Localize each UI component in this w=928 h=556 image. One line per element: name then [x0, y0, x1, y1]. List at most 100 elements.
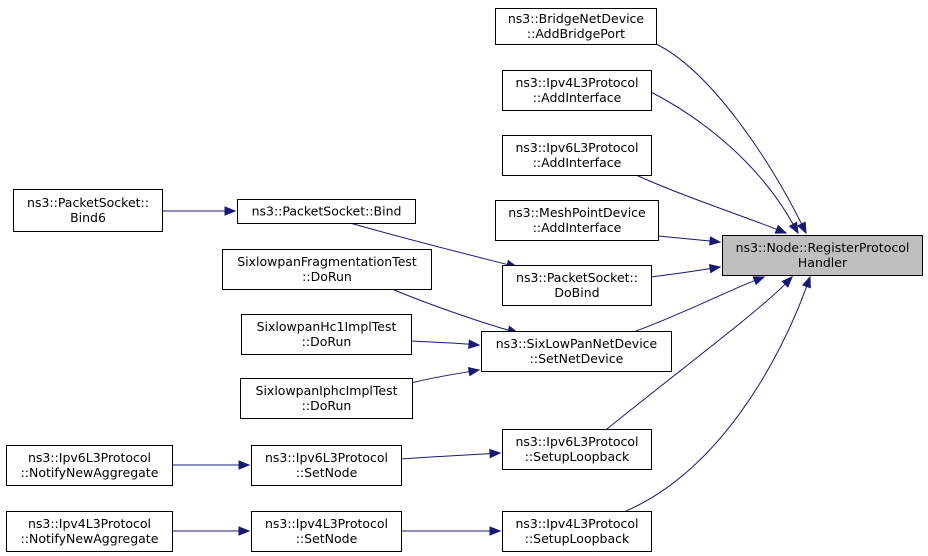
node-label-line: ns3::Ipv6L3Protocol	[28, 450, 151, 465]
edge-arrowhead	[468, 339, 481, 349]
node-ipv6-notify[interactable]: ns3::Ipv6L3Protocol::NotifyNewAggregate	[6, 445, 173, 486]
node-label-line: ::DoRun	[302, 269, 352, 284]
edge-line	[410, 340, 470, 345]
edge-iphc_test-to-sixlowpan_setnd	[410, 367, 481, 384]
node-box	[502, 511, 652, 552]
node-ipv4-setuplb[interactable]: ns3::Ipv4L3Protocol::SetupLoopback	[502, 511, 652, 552]
node-label-line: ns3::PacketSocket::Bind	[252, 204, 402, 219]
edge-line	[391, 288, 509, 331]
node-bridge-add[interactable]: ns3::BridgeNetDevice::AddBridgePort	[495, 8, 657, 45]
edge-arrowhead	[238, 526, 251, 536]
edge-line	[650, 268, 711, 278]
node-label-line: DoBind	[554, 285, 599, 300]
node-hc1-test[interactable]: SixlowpanHc1ImplTest::DoRun	[241, 314, 412, 355]
edge-ipv4_addif-to-register	[650, 91, 799, 235]
node-box	[481, 331, 672, 372]
node-box	[502, 265, 652, 306]
node-box	[495, 200, 659, 241]
node-label-line: ::DoRun	[302, 334, 352, 349]
node-label-line: ::SetupLoopback	[525, 531, 630, 546]
edge-ps_dobind-to-register	[650, 263, 722, 278]
edge-arrowhead	[781, 276, 793, 288]
node-box	[241, 314, 412, 355]
edge-arrowhead	[709, 236, 722, 246]
node-label-line: ::NotifyNewAggregate	[21, 465, 159, 480]
node-ps-bind6[interactable]: ns3::PacketSocket::Bind6	[13, 189, 163, 232]
node-label-line: SixlowpanIphcImplTest	[256, 383, 398, 398]
node-box	[237, 199, 416, 224]
edge-bridge_add-to-register	[655, 43, 807, 235]
node-ipv4-setnode[interactable]: ns3::Ipv4L3Protocol::SetNode	[251, 511, 402, 552]
node-label-line: ns3::Ipv6L3Protocol	[265, 450, 388, 465]
node-ps-dobind[interactable]: ns3::PacketSocket::DoBind	[502, 265, 652, 306]
edge-line	[399, 453, 491, 460]
node-box	[13, 189, 163, 232]
node-label-line: ns3::SixLowPanNetDevice	[496, 336, 658, 351]
edge-arrowhead	[467, 367, 481, 377]
edge-arrowhead	[788, 221, 799, 235]
edge-arrowhead	[238, 460, 251, 470]
node-label-line: ns3::Ipv4L3Protocol	[28, 516, 151, 531]
edge-ipv6_setnode-to-ipv6_setuplb	[399, 448, 502, 460]
node-label-line: ::DoRun	[302, 398, 352, 413]
node-label-line: ns3::Ipv6L3Protocol	[515, 140, 638, 155]
edge-ipv6_notify-to-ipv6_setnode	[172, 460, 251, 470]
node-box	[251, 445, 402, 486]
node-sixlowpan-setnd[interactable]: ns3::SixLowPanNetDevice::SetNetDevice	[481, 331, 672, 372]
node-ipv6-setuplb[interactable]: ns3::Ipv6L3Protocol::SetupLoopback	[502, 429, 652, 470]
edge-sixlowpan_setnd-to-register	[635, 276, 766, 332]
node-label-line: Bind6	[70, 210, 106, 225]
node-label-line: ::AddInterface	[533, 155, 622, 170]
node-box	[502, 429, 652, 470]
edge-arrowhead	[801, 275, 811, 289]
node-ipv4-notify[interactable]: ns3::Ipv4L3Protocol::NotifyNewAggregate	[6, 511, 173, 552]
node-label-line: ns3::PacketSocket::	[516, 270, 638, 285]
node-label-line: ::NotifyNewAggregate	[21, 531, 159, 546]
node-ps-bind[interactable]: ns3::PacketSocket::Bind	[237, 199, 416, 224]
edge-ipv6_addif-to-register	[635, 174, 788, 234]
edge-line	[650, 91, 794, 225]
node-iphc-test[interactable]: SixlowpanIphcImplTest::DoRun	[240, 378, 413, 419]
node-label-line: ns3::Ipv4L3Protocol	[515, 75, 638, 90]
edge-line	[655, 43, 803, 225]
node-label-line: ns3::Node::RegisterProtocol	[736, 240, 910, 255]
edge-arrowhead	[224, 206, 237, 216]
node-label-line: ::SetNode	[296, 465, 358, 480]
node-box	[722, 235, 923, 276]
node-ipv6-addif[interactable]: ns3::Ipv6L3Protocol::AddInterface	[502, 135, 652, 176]
edge-ipv4_setnode-to-ipv4_setuplb	[400, 526, 502, 536]
node-box	[222, 249, 432, 290]
edge-line	[349, 222, 508, 266]
node-label-line: ::SetupLoopback	[525, 449, 630, 464]
edge-line	[410, 371, 470, 384]
node-label-line: ::AddInterface	[533, 220, 622, 235]
node-box	[6, 445, 173, 486]
edge-arrowhead	[708, 263, 722, 274]
node-box	[251, 511, 402, 552]
edge-ipv6_setuplb-to-register	[606, 276, 793, 430]
node-box	[6, 511, 173, 552]
node-label-line: Handler	[798, 255, 848, 270]
edge-mesh_addif-to-register	[657, 235, 722, 246]
node-label-line: ns3::BridgeNetDevice	[508, 11, 645, 26]
edge-line	[606, 283, 786, 430]
node-label-line: ::AddInterface	[533, 90, 622, 105]
node-mesh-addif[interactable]: ns3::MeshPointDevice::AddInterface	[495, 200, 659, 241]
edge-arrowhead	[489, 526, 502, 536]
edge-arrowhead	[797, 221, 807, 235]
node-frag-test[interactable]: SixlowpanFragmentationTest::DoRun	[222, 249, 432, 290]
edge-arrowhead	[489, 448, 502, 459]
edge-ipv4_setuplb-to-register	[625, 275, 811, 512]
node-box	[495, 8, 657, 45]
node-ipv4-addif[interactable]: ns3::Ipv4L3Protocol::AddInterface	[502, 70, 652, 111]
node-ipv6-setnode[interactable]: ns3::Ipv6L3Protocol::SetNode	[251, 445, 402, 486]
node-label-line: ns3::PacketSocket::	[27, 195, 149, 210]
node-label-line: ns3::Ipv4L3Protocol	[515, 516, 638, 531]
node-label-line: ns3::Ipv6L3Protocol	[515, 434, 638, 449]
node-label-line: ::SetNode	[296, 531, 358, 546]
edge-line	[657, 235, 711, 242]
edge-line	[635, 280, 755, 332]
